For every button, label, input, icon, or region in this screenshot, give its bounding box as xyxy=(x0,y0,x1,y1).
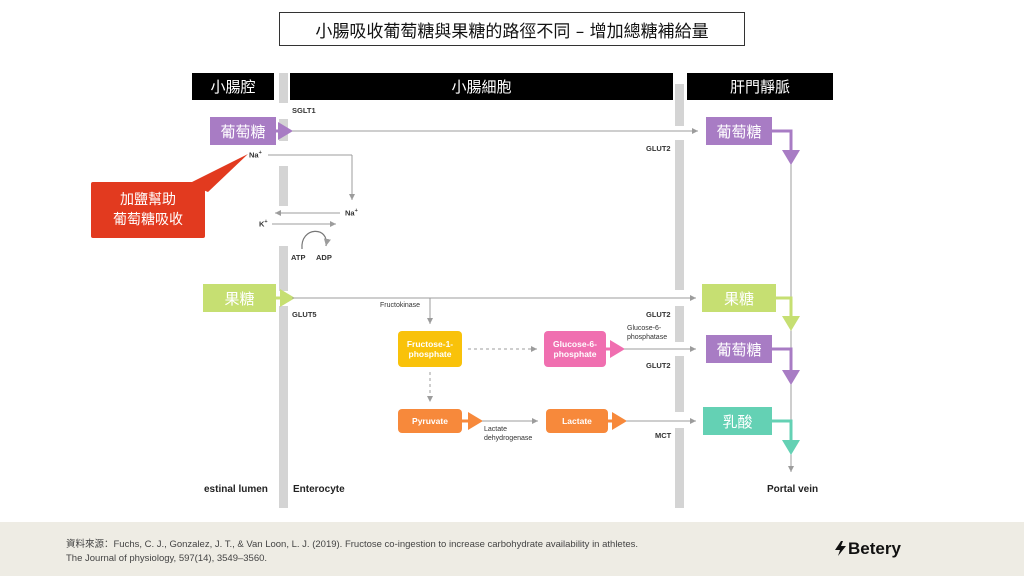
enterocyte-label: Enterocyte xyxy=(293,484,345,495)
glucose-vein-box: 葡萄糖 xyxy=(706,117,772,145)
brand-logo[interactable]: Betery xyxy=(835,539,901,559)
basolateral-membrane-seg4 xyxy=(675,356,684,412)
ldh-label: Lactate dehydrogenase xyxy=(484,426,533,442)
fructose-vein-bend xyxy=(776,296,800,331)
glucose-vein-box-2: 葡萄糖 xyxy=(706,335,772,363)
lactate-vein-box: 乳酸 xyxy=(703,407,772,435)
glucose-vein-bend xyxy=(772,129,800,165)
brand-name: Betery xyxy=(848,539,901,558)
basolateral-membrane-seg2 xyxy=(675,140,684,290)
fructose-vein-box: 果糖 xyxy=(702,284,776,312)
na-left-label: Na+ xyxy=(249,150,262,160)
glut2-glc-label: GLUT2 xyxy=(646,361,671,370)
g6pase-label: Glucose-6- phosphatase xyxy=(627,325,668,341)
lightning-bolt-icon xyxy=(835,541,846,556)
apical-membrane-seg4 xyxy=(279,306,288,508)
atp-label: ATP xyxy=(291,253,306,262)
atp-adp-arrow xyxy=(301,230,331,250)
basolateral-membrane-seg3 xyxy=(675,306,684,342)
sglt1-label: SGLT1 xyxy=(292,106,316,115)
glucose2-vein-bend xyxy=(772,347,800,385)
lactate-vein-bend xyxy=(772,419,800,455)
glut2-top-label: GLUT2 xyxy=(646,144,671,153)
apical-membrane-seg3 xyxy=(279,246,288,291)
adp-label: ADP xyxy=(316,253,332,262)
citation-line1: 資料來源：Fuchs, C. J., Gonzalez, J. T., & Va… xyxy=(66,539,639,550)
glut5-label: GLUT5 xyxy=(292,310,317,319)
salt-callout: 加鹽幫助 葡萄糖吸收 xyxy=(91,182,205,238)
pyruvate-box: Pyruvate xyxy=(398,409,462,433)
citation-line2: The Journal of physiology, 597(14), 3549… xyxy=(66,553,268,564)
na-right-label: Na+ xyxy=(345,208,358,218)
lactate-box: Lactate xyxy=(546,409,608,433)
footer-bar xyxy=(0,522,1024,576)
fructokinase-label: Fructokinase xyxy=(380,302,421,309)
pathway-arrows xyxy=(268,122,800,472)
header-lumen: 小腸腔 xyxy=(192,73,274,100)
basolateral-membrane-seg1 xyxy=(675,84,684,126)
callout-line1: 加鹽幫助 xyxy=(120,192,176,208)
glucose-6-phosphate-box: Glucose-6- phosphate xyxy=(544,331,606,367)
portal-vein-label: Portal vein xyxy=(767,484,819,495)
apical-membrane-top xyxy=(279,73,288,103)
fructose-lumen-box: 果糖 xyxy=(203,284,276,312)
header-cell: 小腸細胞 xyxy=(290,73,673,100)
intestinal-lumen-label: estinal lumen xyxy=(204,484,268,495)
header-vein: 肝門靜脈 xyxy=(687,73,833,100)
glucose-lumen-box: 葡萄糖 xyxy=(210,117,276,145)
mct-label: MCT xyxy=(655,431,672,440)
fructose-1-phosphate-box: Fructose-1- phosphate xyxy=(398,331,462,367)
callout-line2: 葡萄糖吸收 xyxy=(113,212,183,228)
basolateral-membrane-seg5 xyxy=(675,428,684,508)
glut2-fru-label: GLUT2 xyxy=(646,310,671,319)
citation: 資料來源：Fuchs, C. J., Gonzalez, J. T., & Va… xyxy=(66,538,638,566)
apical-membrane-seg2 xyxy=(279,166,288,206)
diagram-title: 小腸吸收葡萄糖與果糖的路徑不同 – 增加總糖補給量 xyxy=(279,12,745,46)
k-label: K+ xyxy=(259,219,268,229)
